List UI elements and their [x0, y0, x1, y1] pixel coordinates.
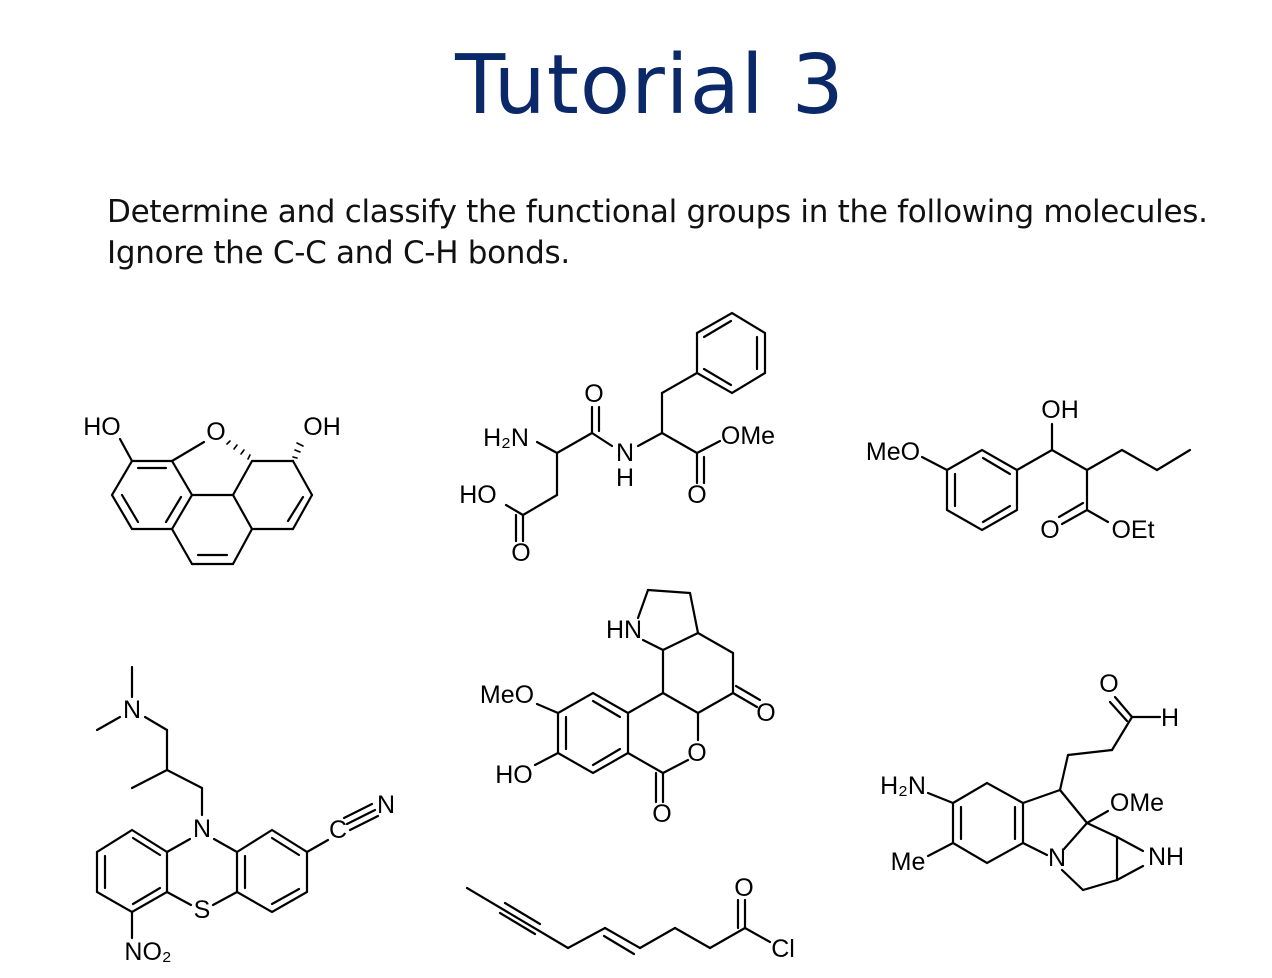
instructions: Determine and classify the functional gr…: [107, 192, 1208, 274]
atom-label: O: [687, 481, 706, 509]
atom-label: N: [377, 791, 395, 819]
atom-label: HO: [459, 481, 497, 509]
instruction-line: Ignore the C-C and C-H bonds.: [107, 235, 570, 271]
atom-label: OMe: [721, 422, 775, 450]
atom-label: HO: [495, 761, 533, 789]
atom-label: O: [734, 874, 753, 902]
atom-label: OMe: [1110, 789, 1164, 817]
atom-label: NH: [1148, 843, 1184, 871]
atom-label: O: [756, 699, 775, 727]
atom-label: OEt: [1111, 516, 1154, 544]
atom-label: H₂N: [483, 424, 529, 452]
atom-label: Cl: [771, 935, 795, 963]
atom-label: OH: [1041, 396, 1079, 424]
atom-label: HN: [606, 616, 642, 644]
atom-label: HO: [83, 413, 121, 441]
atom-label: O: [584, 380, 603, 408]
atom-label: N: [193, 815, 211, 843]
molecule-morphinan: HO O OH: [83, 413, 341, 566]
atom-label: C: [329, 816, 347, 844]
atom-label: N: [616, 439, 634, 467]
atom-label: S: [194, 896, 211, 924]
atom-label: O: [206, 418, 225, 446]
atom-label: NO₂: [124, 938, 171, 966]
page-title: Tutorial 3: [455, 38, 845, 133]
molecule-lactone-alkaloid: HN MeO HO O O O: [480, 588, 776, 828]
atom-label: O: [1099, 670, 1118, 698]
atom-label: O: [511, 539, 530, 567]
molecule-aziridine-aldehyde: O H H₂N Me OMe N NH: [880, 670, 1184, 892]
atom-label: H: [1161, 704, 1179, 732]
atom-label: N: [1048, 844, 1066, 872]
atom-label: MeO: [480, 681, 534, 709]
molecule-phenothiazine: N N S C N NO₂: [95, 665, 395, 966]
atom-label: OH: [303, 413, 341, 441]
molecule-peptide: H₂N HO O O N H OMe O: [459, 311, 775, 567]
atom-label: H: [616, 464, 634, 492]
atom-label: O: [687, 739, 706, 767]
hashed-wedge-icon: [226, 440, 304, 460]
atom-label: Me: [891, 848, 926, 876]
atom-label: N: [123, 696, 141, 724]
atom-label: H₂N: [880, 772, 926, 800]
instruction-line: Determine and classify the functional gr…: [107, 194, 1208, 230]
atom-label: O: [1040, 516, 1059, 544]
molecule-hydroxy-ester: MeO OH O OEt: [866, 396, 1192, 544]
atom-label: O: [652, 800, 671, 828]
atom-label: MeO: [866, 438, 920, 466]
molecule-acyl-chloride: O Cl: [465, 874, 795, 963]
